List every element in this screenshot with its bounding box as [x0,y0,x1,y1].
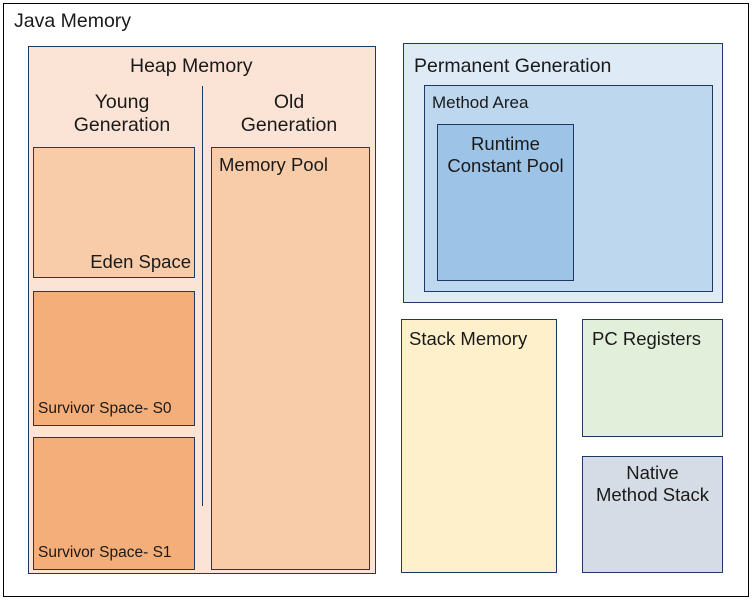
diagram-title: Java Memory [14,10,132,32]
survivor-space-s1-label: Survivor Space- S1 [38,544,172,561]
pc-registers-box [582,319,723,437]
stack-memory-label: Stack Memory [409,328,528,349]
heap-memory-title: Heap Memory [130,55,253,77]
native-method-stack-label: Native Method Stack [595,462,710,505]
runtime-constant-pool-label: Runtime Constant Pool [447,133,564,176]
native-method-stack-box [582,456,723,573]
runtime-constant-pool-box [437,124,574,281]
survivor-space-s1-box [33,437,195,570]
stack-memory-box [401,319,557,573]
memory-pool-box [211,147,370,570]
survivor-space-s0-label: Survivor Space- S0 [38,400,172,417]
permanent-generation-title: Permanent Generation [414,55,612,77]
eden-space-box [33,147,195,278]
eden-space-label: Eden Space [90,251,191,272]
method-area-label: Method Area [432,93,529,112]
old-generation-label: Old Generation [240,91,338,136]
pc-registers-label: PC Registers [592,328,701,349]
survivor-space-s0-box [33,291,195,426]
generation-divider [202,86,203,506]
young-generation-label: Young Generation [73,91,171,136]
memory-pool-label: Memory Pool [219,154,328,175]
